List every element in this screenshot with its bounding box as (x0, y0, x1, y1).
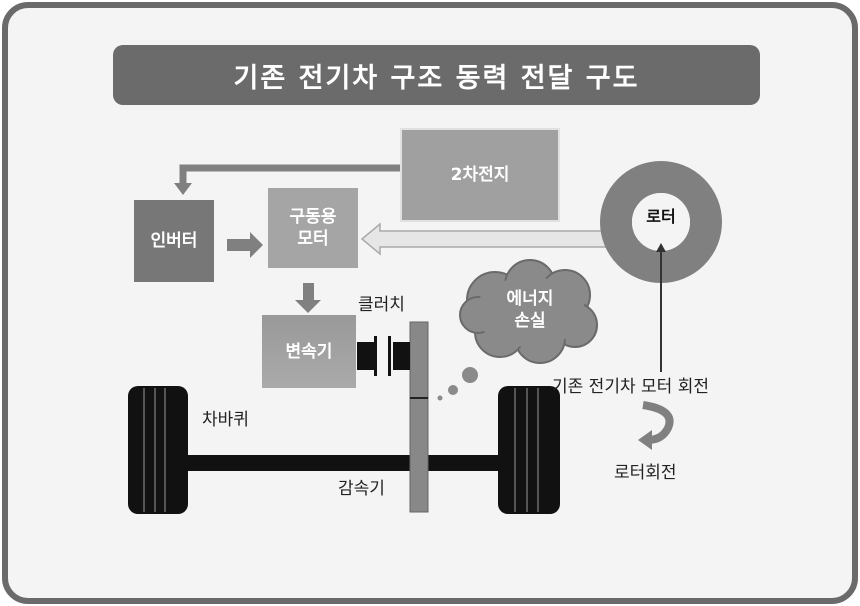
rotor-label: 로터 (636, 202, 686, 232)
rotor-to-motor-arrow (360, 222, 641, 256)
clutch-plate-left (357, 342, 375, 370)
wheel-label: 차바퀴 (202, 410, 249, 430)
reducer-shaft (409, 321, 429, 513)
clutch-plate-right (393, 342, 410, 370)
clutch-label: 클러치 (358, 295, 405, 315)
inverter-to-motor-arrow (227, 232, 263, 258)
thought-bubble (462, 367, 478, 383)
battery-to-inverter-arrow (179, 164, 400, 185)
energy-loss-label: 에너지 손실 (480, 285, 580, 335)
inverter-box: 인버터 (134, 200, 214, 282)
energy-loss-cloud (459, 259, 598, 364)
motor-box: 구동용 모터 (268, 188, 358, 268)
transmission-label: 변속기 (285, 341, 333, 362)
axle (185, 455, 503, 471)
battery-label: 2차전지 (450, 165, 510, 185)
battery-box: 2차전지 (400, 128, 560, 222)
arrowhead (174, 183, 192, 195)
rotor-rotation-label: 로터회전 (614, 463, 677, 483)
left-wheel (128, 386, 188, 514)
motor-to-transmission-arrow (295, 283, 321, 313)
right-wheel (498, 386, 560, 514)
inverter-label: 인버터 (150, 231, 198, 251)
rotation-arrow-icon (642, 401, 674, 444)
motor-rotation-label: 기존 전기차 모터 회전 (552, 377, 709, 397)
transmission-box: 변속기 (262, 315, 356, 388)
motor-label: 구동용 모터 (289, 207, 337, 249)
diagram-title: 기존 전기차 구조 동력 전달 구도 (113, 45, 760, 105)
reducer-label: 감속기 (338, 479, 385, 499)
energy-loss-text: 에너지 손실 (506, 289, 554, 331)
rotor-text: 로터 (646, 207, 676, 226)
